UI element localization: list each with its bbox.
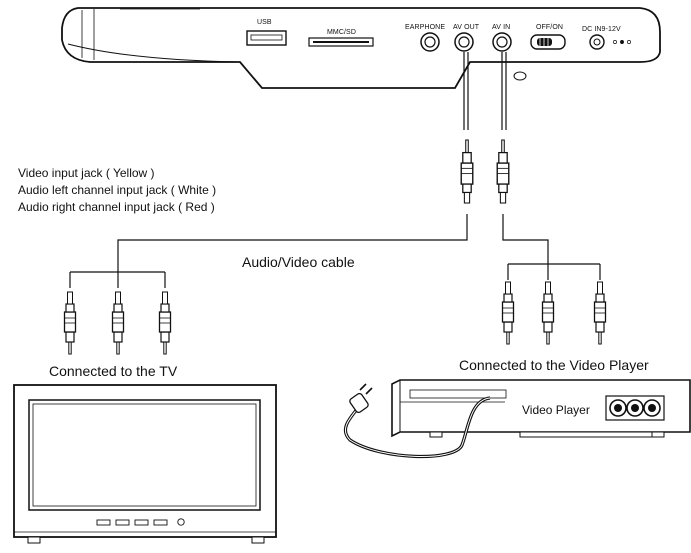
portable-dvd-player (61, 7, 661, 89)
legend-video-jack: Video input jack ( Yellow ) (18, 166, 155, 180)
legend-audio-left: Audio left channel input jack ( White ) (18, 183, 217, 197)
video-player-caption: Connected to the Video Player (459, 357, 649, 373)
video-player-label: Video Player (522, 403, 590, 417)
cable-label: Audio/Video cable (242, 254, 355, 270)
video-player-box (391, 379, 691, 438)
video-player-plugs (501, 281, 607, 345)
tv-button (115, 519, 130, 526)
av-out-label: AV OUT (453, 24, 480, 31)
video-player-jacks (609, 399, 661, 417)
legend-audio-right: Audio right channel input jack ( Red ) (18, 200, 215, 214)
mmc-sd-label: MMC/SD (327, 29, 356, 36)
off-on-label: OFF/ON (536, 24, 564, 31)
tv-caption: Connected to the TV (49, 363, 178, 379)
tv-set (13, 384, 277, 544)
tv-power-led (177, 518, 185, 526)
av-cable (69, 52, 601, 288)
dc-in-jack (589, 34, 631, 50)
earphone-jack (420, 32, 440, 52)
tv-button (96, 519, 111, 526)
dc-in-label: DC IN9-12V (582, 26, 621, 33)
av-in-label: AV IN (492, 24, 511, 31)
av-in-jack (492, 32, 512, 52)
power-switch (530, 34, 566, 50)
av-out-plug (460, 139, 474, 204)
tv-plugs (63, 291, 172, 355)
power-cord (343, 383, 491, 459)
tv-button (134, 519, 149, 526)
power-plug-icon (349, 383, 373, 414)
av-in-plug (496, 139, 510, 204)
tv-button (153, 519, 168, 526)
av-out-jack (454, 32, 474, 52)
earphone-label: EARPHONE (405, 24, 446, 31)
usb-label: USB (257, 19, 272, 26)
